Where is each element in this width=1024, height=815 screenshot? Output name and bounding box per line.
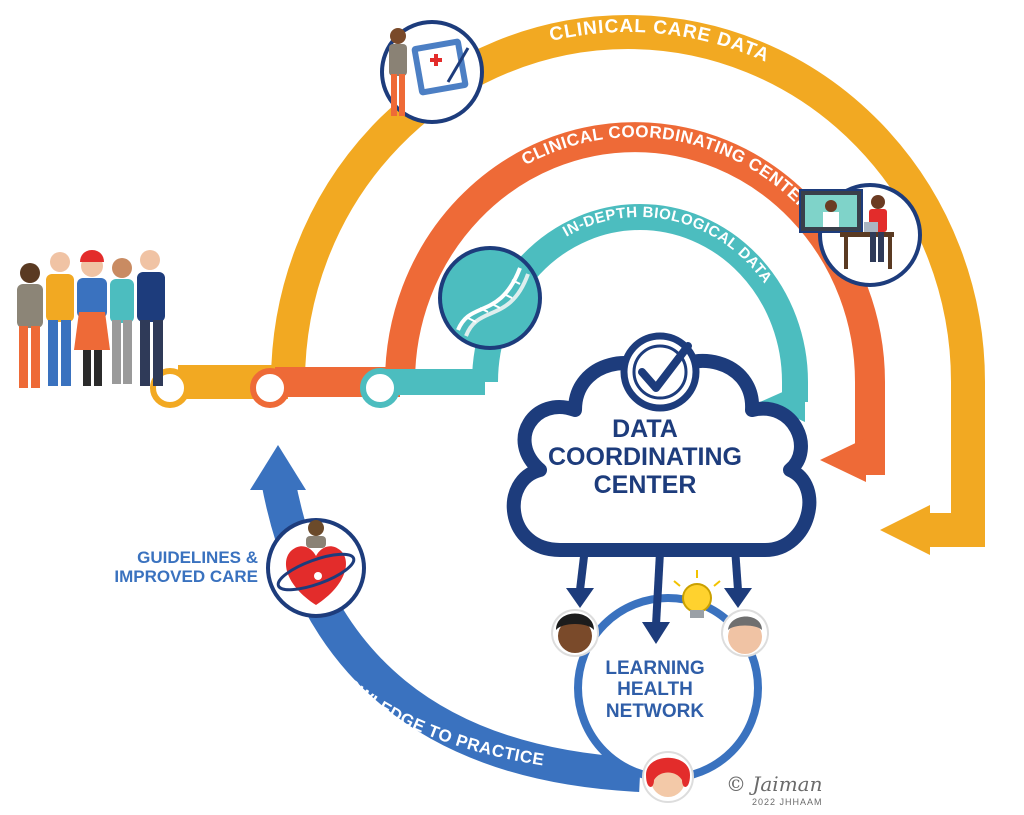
signature: © Jaiman	[726, 772, 823, 796]
checkmark-icon	[620, 332, 700, 412]
teal-arrowhead	[760, 382, 805, 422]
learning-health-network-label: LEARNING HEALTH NETWORK	[605, 658, 705, 722]
clipboard-icon	[380, 20, 484, 124]
dna-icon	[438, 246, 542, 350]
signature-year: 2022 JHHAAM	[752, 797, 823, 807]
yellow-arrowhead	[880, 505, 930, 555]
blue-arrowhead	[250, 445, 306, 490]
node-orange	[250, 368, 290, 408]
face-bottom	[642, 751, 694, 803]
orange-arrowhead	[820, 438, 866, 482]
guidelines-label: GUIDELINES & IMPROVED CARE	[114, 548, 258, 587]
data-coordinating-cloud	[506, 353, 817, 644]
heart-icon	[266, 518, 366, 618]
people-group-icon	[17, 250, 165, 388]
data-coordinating-center-label: DATA COORDINATING CENTER	[548, 415, 742, 499]
face-left	[551, 609, 599, 657]
node-teal	[360, 368, 400, 408]
face-right	[721, 609, 769, 657]
lightbulb-icon	[673, 570, 721, 618]
video-call-icon	[799, 183, 922, 287]
